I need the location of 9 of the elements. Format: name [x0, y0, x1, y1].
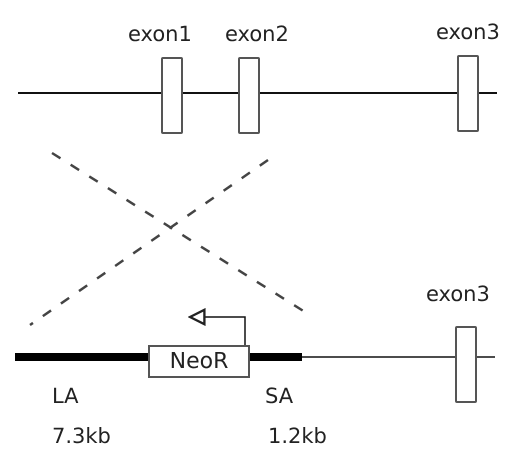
length-label: 7.3kb	[52, 424, 111, 448]
arm-label: LA	[52, 384, 79, 408]
cassette-box: NeoR	[148, 345, 250, 378]
exon-label: exon2	[225, 22, 289, 46]
exon-label: exon3	[426, 282, 490, 306]
exon-label: exon1	[128, 22, 192, 46]
length-label: 1.2kb	[268, 424, 327, 448]
exon-label: exon3	[436, 20, 500, 44]
arm-label: SA	[265, 384, 294, 408]
